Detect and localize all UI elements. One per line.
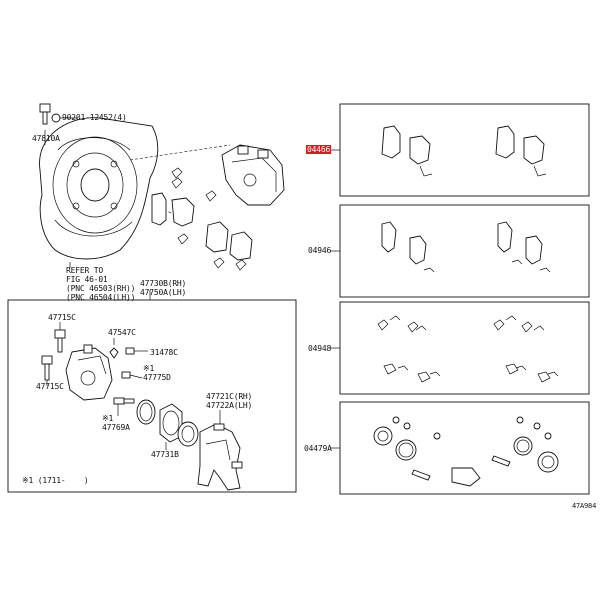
shim-kit-box	[339, 204, 590, 298]
kit-04946-shims	[381, 221, 551, 273]
mounting-bracket	[197, 423, 243, 491]
label-47715c-bottom: 47715C	[36, 382, 64, 391]
bleeder-cap	[109, 347, 119, 359]
label-47715c-top: 47715C	[48, 313, 76, 322]
label-kit-04946[interactable]: 04946	[308, 246, 332, 255]
piston	[159, 403, 183, 443]
kit-04948-clips	[377, 315, 559, 383]
label-31478c: 31478C	[150, 348, 178, 357]
label-kit-04479a[interactable]: 04479A	[304, 444, 332, 453]
kit-04466-pads	[381, 125, 547, 177]
clips-main	[171, 167, 247, 271]
caliper-body-top	[221, 144, 285, 206]
figure-code: 47A984	[572, 502, 597, 510]
slide-pin	[113, 397, 135, 405]
bolt-47810a	[39, 103, 51, 125]
label-kit-04948[interactable]: 04948	[308, 344, 332, 353]
label-47769a: ※1 47769A	[102, 414, 130, 432]
label-47731b: 47731B	[151, 450, 179, 459]
caliper-body-lower	[65, 344, 113, 401]
washer	[51, 113, 61, 123]
bolts-47715c	[41, 329, 66, 381]
label-47775d: ※1 47775D	[143, 364, 171, 382]
label-kit-04466[interactable]: 04466	[306, 145, 332, 154]
caliper-group-box	[7, 299, 297, 493]
piston-seal	[136, 399, 156, 425]
footnote: ※1 (1711- )	[22, 476, 89, 485]
pad-set-main	[151, 192, 253, 261]
bleeder-screw	[125, 347, 135, 355]
label-47547c: 47547C	[108, 328, 136, 337]
clip-kit-box	[339, 301, 590, 395]
pad-kit-box	[339, 103, 590, 197]
boot	[177, 421, 199, 447]
plug	[121, 371, 131, 379]
label-47721c: 47721C(RH) 47722A(LH)	[206, 392, 253, 410]
backing-plate	[39, 117, 159, 260]
kit-04479a-seals	[373, 416, 559, 487]
label-bolt-washer: 90201-12452(4)	[62, 113, 127, 122]
label-caliper-assy: 47730B(RH) 47750A(LH)	[140, 279, 187, 297]
label-refer-to: REFER TO FIG 46-01 (PNC 46503(RH)) (PNC …	[66, 266, 136, 302]
label-47810a: 47810A	[32, 134, 60, 143]
